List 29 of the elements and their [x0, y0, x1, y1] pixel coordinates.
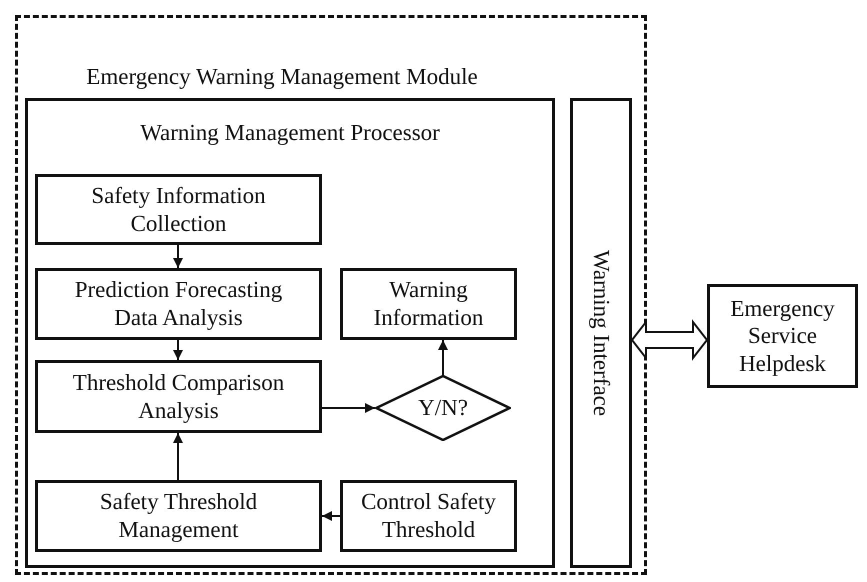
node-label: Prediction Forecasting Data Analysis	[74, 276, 284, 332]
arrow	[438, 340, 448, 375]
node-label: Warning Interface	[588, 250, 615, 416]
processor-container	[25, 98, 555, 568]
double-block-arrow	[630, 319, 708, 361]
node-label: Safety Threshold Management	[98, 488, 258, 544]
decision-diamond	[375, 375, 511, 441]
node-label: Control Safety Threshold	[360, 488, 497, 544]
process-box	[340, 268, 517, 340]
process-box	[340, 480, 517, 552]
arrow	[173, 340, 183, 360]
group-heading: Warning Management Processor	[139, 119, 441, 147]
arrow	[322, 511, 340, 521]
arrow	[322, 403, 375, 413]
arrow	[173, 245, 183, 268]
process-box	[35, 268, 322, 340]
node-label: Warning Information	[372, 276, 484, 332]
node-label: Safety Information Collection	[90, 182, 267, 238]
process-box	[35, 480, 322, 552]
node-label: Y/N?	[418, 394, 468, 422]
node-label: Emergency Service Helpdesk	[729, 294, 836, 378]
module-container	[15, 15, 647, 575]
process-box	[35, 360, 322, 433]
process-box	[707, 284, 858, 388]
interface-bar	[570, 98, 632, 568]
group-heading: Emergency Warning Management Module	[85, 63, 479, 91]
process-box	[35, 174, 322, 245]
node-label: Threshold Comparison Analysis	[72, 368, 286, 424]
arrow	[173, 433, 183, 480]
